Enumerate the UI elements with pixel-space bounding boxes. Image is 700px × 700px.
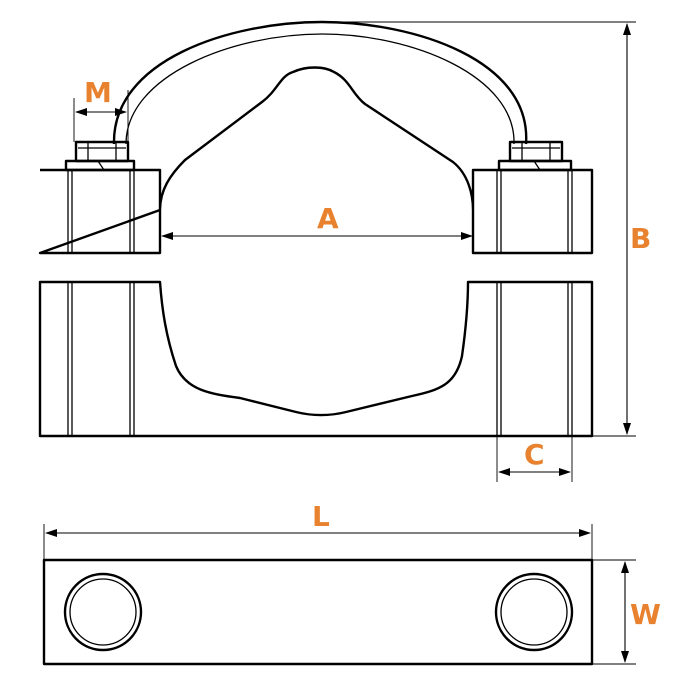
right-bolt-hole	[494, 572, 574, 652]
bottom-view: L W	[42, 500, 661, 666]
lower-clamp	[38, 280, 594, 438]
u-bolt	[112, 20, 528, 145]
label-m: M	[84, 76, 112, 109]
base-plate	[42, 558, 594, 666]
label-l: L	[312, 500, 330, 533]
label-b: B	[630, 222, 651, 255]
label-c: C	[524, 438, 545, 471]
label-a: A	[317, 202, 339, 235]
front-view: M A B C	[38, 20, 651, 482]
label-w: W	[630, 598, 661, 631]
left-bolt-hole	[63, 572, 143, 652]
left-nut	[64, 140, 136, 172]
right-nut	[497, 140, 573, 172]
u-bolt-inner	[125, 33, 515, 145]
upper-clamp	[38, 66, 594, 255]
